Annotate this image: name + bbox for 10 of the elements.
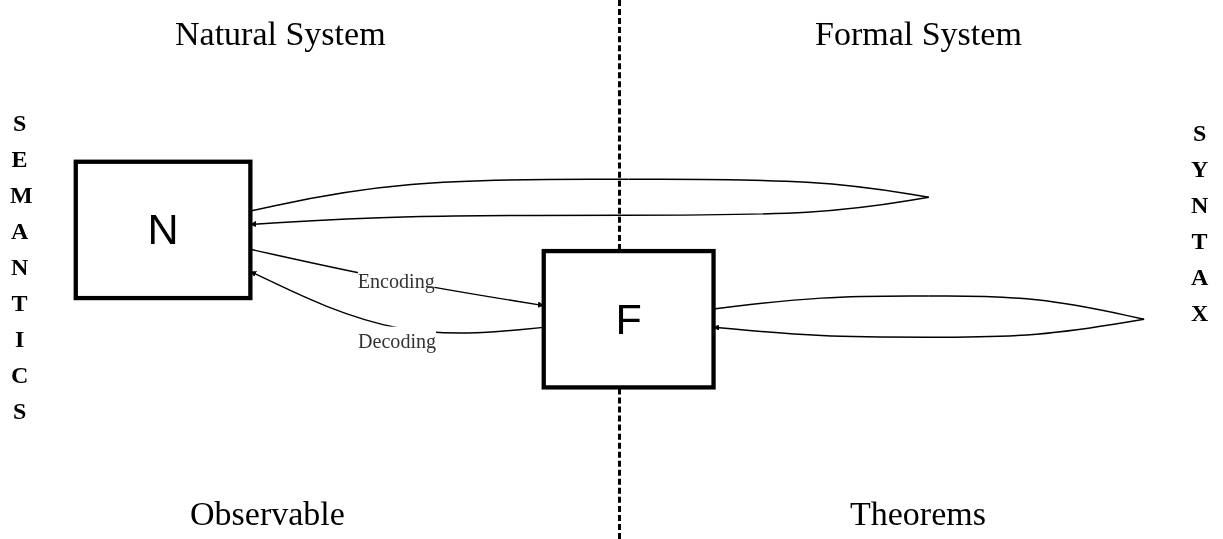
- vertical-label: SYNTAX: [1190, 119, 1210, 328]
- edge-label: Decoding: [358, 330, 437, 353]
- loop-caption: Theorems: [850, 495, 986, 533]
- system-heading: Formal System: [815, 15, 1022, 53]
- node-box: N: [73, 160, 253, 301]
- node-box: F: [541, 249, 716, 390]
- loop-caption: Observable: [190, 495, 345, 533]
- vertical-label: SEMANTICS: [10, 109, 30, 426]
- edge-label: Encoding: [357, 270, 435, 293]
- system-heading: Natural System: [175, 15, 386, 53]
